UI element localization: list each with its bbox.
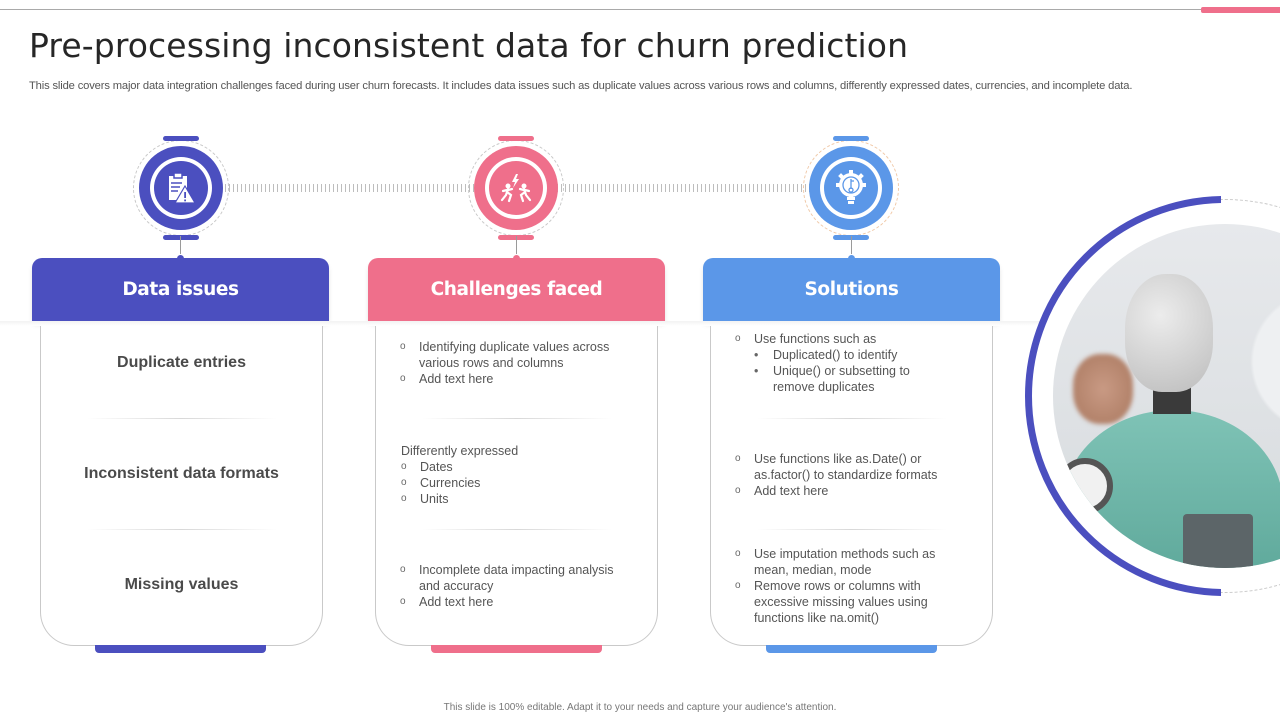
challenges-badge [468, 136, 564, 240]
data-issues-footer-bar [95, 645, 266, 653]
data-issues-badge [133, 136, 229, 240]
top-rule [0, 9, 1280, 10]
issue-duplicate-entries: Duplicate entries [117, 354, 246, 371]
row-divider [422, 529, 612, 530]
solutions-footer-bar [766, 645, 937, 653]
connector-stem [516, 236, 517, 260]
page-subtitle: This slide covers major data integration… [29, 80, 1133, 92]
row-divider [422, 418, 612, 419]
row-divider [87, 529, 277, 530]
header-shadow [0, 321, 1040, 326]
solutions-header: Solutions [703, 258, 1000, 321]
challenges-header: Challenges faced [368, 258, 665, 321]
row-divider [757, 418, 947, 419]
clipboard-warning-icon [154, 161, 208, 215]
solutions-panel [710, 326, 993, 646]
footer-note: This slide is 100% editable. Adapt it to… [443, 702, 837, 713]
issue-inconsistent-formats: Inconsistent data formats [84, 465, 279, 482]
challenges-panel [375, 326, 658, 646]
connector-stem [180, 236, 181, 260]
challenges-footer-bar [431, 645, 602, 653]
data-issues-header: Data issues [32, 258, 329, 321]
row-divider [87, 418, 277, 419]
conflict-people-icon [489, 161, 543, 215]
data-issues-panel [40, 326, 323, 646]
row-divider [757, 529, 947, 530]
top-accent-bar [1201, 7, 1280, 13]
solutions-badge [803, 136, 899, 240]
page-title: Pre-processing inconsistent data for chu… [29, 26, 909, 65]
gear-lightbulb-key-icon [824, 161, 878, 215]
issue-missing-values: Missing values [124, 576, 239, 593]
robot-photo-frame [1025, 196, 1280, 596]
connector-stem [851, 236, 852, 260]
